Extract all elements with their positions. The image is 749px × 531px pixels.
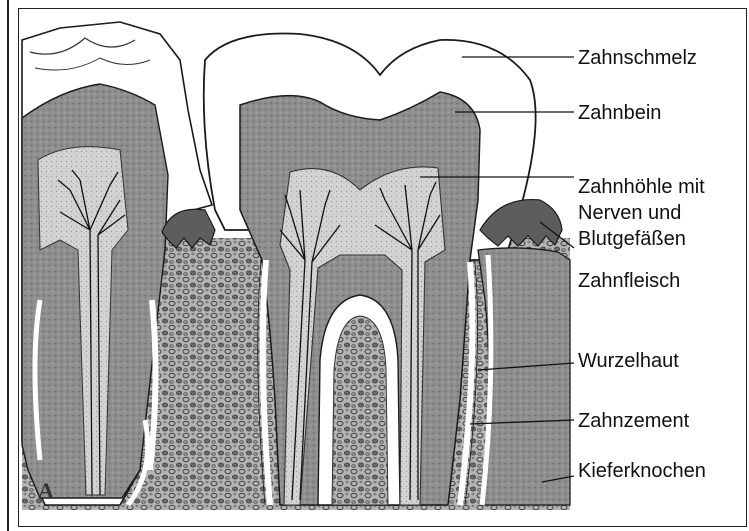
label-gum: Zahnfleisch [578, 270, 680, 293]
label-pulp-line3: Blutgefäßen [578, 228, 686, 251]
label-jawbone: Kieferknochen [578, 460, 706, 483]
label-dentin: Zahnbein [578, 102, 661, 125]
label-periodontium: Wurzelhaut [578, 350, 679, 373]
label-pulp-line2: Nerven und [578, 202, 681, 225]
right-tooth [478, 248, 570, 505]
panel-letter: A [38, 478, 54, 504]
label-pulp-line1: Zahnhöhle mit [578, 176, 705, 199]
label-enamel: Zahnschmelz [578, 47, 697, 70]
label-cementum: Zahnzement [578, 410, 689, 433]
